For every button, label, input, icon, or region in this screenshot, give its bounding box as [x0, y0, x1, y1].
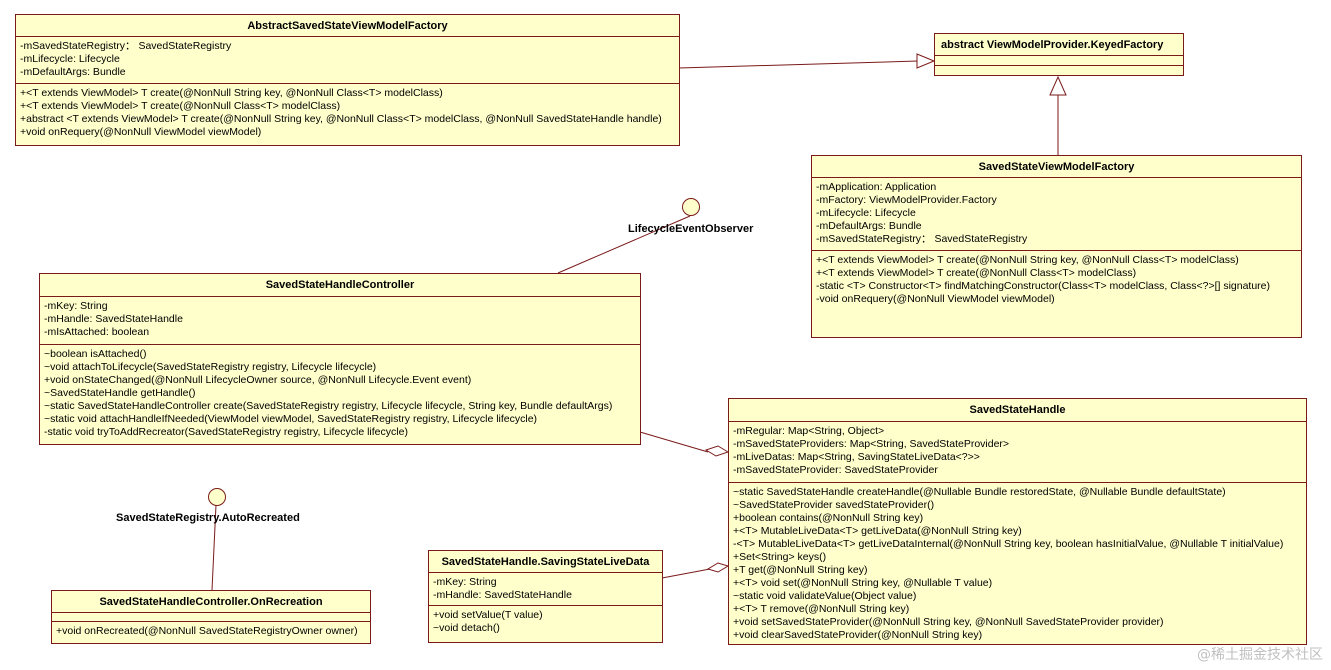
operation-list: ~boolean isAttached() ~void attachToLife… — [40, 345, 640, 442]
attribute: -mDefaultArgs: Bundle — [816, 220, 922, 232]
attribute-list: -mKey: String -mHandle: SavedStateHandle… — [40, 297, 640, 345]
operation: ~boolean isAttached() — [44, 348, 147, 360]
operation: ~static SavedStateHandle createHandle(@N… — [733, 486, 1226, 498]
interface-auto-recreated-icon — [208, 488, 226, 506]
operation: ~SavedStateProvider savedStateProvider() — [733, 499, 935, 511]
operation: +<T extends ViewModel> T create(@NonNull… — [20, 100, 341, 112]
operation-list: +<T extends ViewModel> T create(@NonNull… — [16, 84, 679, 142]
interface-auto-recreated-label: SavedStateRegistry.AutoRecreated — [116, 512, 300, 524]
operation-list: +void onRecreated(@NonNull SavedStateReg… — [52, 622, 370, 641]
operation-list: ~static SavedStateHandle createHandle(@N… — [729, 483, 1306, 645]
operation: +void onRecreated(@NonNull SavedStateReg… — [56, 625, 358, 637]
attribute: -mLifecycle: Lifecycle — [20, 53, 120, 65]
operation: ~void attachToLifecycle(SavedStateRegist… — [44, 361, 377, 373]
aggregation-livedata-to-handle — [661, 568, 711, 579]
attribute: -mRegular: Map<String, Object> — [733, 425, 885, 437]
aggregation-diamond-2 — [706, 562, 730, 573]
operation: +abstract <T extends ViewModel> T create… — [20, 113, 662, 125]
class-abstract-saved-state-view-model-factory[interactable]: AbstractSavedStateViewModelFactory -mSav… — [15, 14, 680, 146]
attribute-list: -mRegular: Map<String, Object> -mSavedSt… — [729, 422, 1306, 483]
generalization-arrowhead-2 — [1049, 75, 1067, 96]
realization-controller-to-observer — [557, 215, 691, 274]
operation: +void clearSavedStateProvider(@NonNull S… — [733, 629, 983, 641]
attribute: -mLiveDatas: Map<String, SavingStateLive… — [733, 451, 980, 463]
operation: +<T extends ViewModel> T create(@NonNull… — [816, 267, 1137, 279]
operation-list: +void setValue(T value) ~void detach() — [429, 606, 662, 638]
operation: +void onStateChanged(@NonNull LifecycleO… — [44, 374, 472, 386]
operation: +void setSavedStateProvider(@NonNull Str… — [733, 616, 1164, 628]
class-saving-state-live-data[interactable]: SavedStateHandle.SavingStateLiveData -mK… — [428, 550, 663, 643]
operation: ~static void attachHandleIfNeeded(ViewMo… — [44, 413, 538, 425]
class-name: SavedStateHandleController — [40, 274, 640, 297]
class-name: SavedStateHandle.SavingStateLiveData — [429, 551, 662, 573]
operation: ~void detach() — [433, 622, 500, 634]
aggregation-controller-to-handle — [639, 431, 709, 453]
operation: ~SavedStateHandle getHandle() — [44, 387, 196, 399]
operation: +void onRequery(@NonNull ViewModel viewM… — [20, 126, 262, 138]
operation: -static <T> Constructor<T> findMatchingC… — [816, 280, 1271, 292]
attribute: -mSavedStateRegistry： SavedStateRegistry — [20, 40, 232, 52]
operation: +void setValue(T value) — [433, 609, 543, 621]
operation: -void onRequery(@NonNull ViewModel viewM… — [816, 293, 1055, 305]
attribute: -mDefaultArgs: Bundle — [20, 66, 126, 78]
generalization-arrowhead-1 — [916, 53, 936, 69]
class-saved-state-view-model-factory[interactable]: SavedStateViewModelFactory -mApplication… — [811, 155, 1302, 338]
generalization-abstract-to-keyed — [678, 60, 919, 69]
attribute: -mSavedStateProviders: Map<String, Saved… — [733, 438, 1010, 450]
operation: +<T extends ViewModel> T create(@NonNull… — [816, 254, 1239, 266]
class-saved-state-handle[interactable]: SavedStateHandle -mRegular: Map<String, … — [728, 398, 1307, 645]
attribute: -mKey: String — [44, 300, 108, 312]
attribute: -mSavedStateProvider: SavedStateProvider — [733, 464, 938, 476]
operation-list: +<T extends ViewModel> T create(@NonNull… — [812, 251, 1301, 309]
class-saved-state-handle-controller[interactable]: SavedStateHandleController -mKey: String… — [39, 273, 641, 445]
attribute: -mIsAttached: boolean — [44, 326, 150, 338]
attribute: -mFactory: ViewModelProvider.Factory — [816, 194, 997, 206]
operation: +Set<String> keys() — [733, 551, 827, 563]
attribute-list: -mKey: String -mHandle: SavedStateHandle — [429, 573, 662, 606]
class-name: SavedStateHandle — [729, 399, 1306, 422]
attribute-list: -mApplication: Application -mFactory: Vi… — [812, 178, 1301, 251]
operation: +boolean contains(@NonNull String key) — [733, 512, 924, 524]
class-on-recreation[interactable]: SavedStateHandleController.OnRecreation … — [51, 590, 371, 644]
attribute: -mSavedStateRegistry： SavedStateRegistry — [816, 233, 1028, 245]
operation: +<T> void set(@NonNull String key, @Null… — [733, 577, 993, 589]
operation: +<T> T remove(@NonNull String key) — [733, 603, 910, 615]
operation: -<T> MutableLiveData<T> getLiveDataInter… — [733, 538, 1284, 550]
watermark: @稀土掘金技术社区 — [1197, 647, 1323, 663]
interface-lifecycle-event-observer-icon — [682, 198, 700, 216]
class-keyed-factory[interactable]: abstract ViewModelProvider.KeyedFactory — [934, 33, 1184, 76]
attribute: -mHandle: SavedStateHandle — [44, 313, 183, 325]
class-name: abstract ViewModelProvider.KeyedFactory — [935, 34, 1183, 56]
class-name: SavedStateHandleController.OnRecreation — [52, 591, 370, 613]
realization-onrecreation-to-autorecreated — [211, 504, 217, 591]
attribute-list — [935, 56, 1183, 66]
attribute-list — [52, 613, 370, 622]
attribute: -mApplication: Application — [816, 181, 937, 193]
operation: +T get(@NonNull String key) — [733, 564, 868, 576]
attribute: -mHandle: SavedStateHandle — [433, 589, 572, 601]
attribute: -mKey: String — [433, 576, 497, 588]
attribute-list: -mSavedStateRegistry： SavedStateRegistry… — [16, 37, 679, 84]
operation: ~static SavedStateHandleController creat… — [44, 400, 613, 412]
operation: ~static void validateValue(Object value) — [733, 590, 917, 602]
operation: +<T extends ViewModel> T create(@NonNull… — [20, 87, 443, 99]
operation: +<T> MutableLiveData<T> getLiveData(@Non… — [733, 525, 1022, 537]
class-name: AbstractSavedStateViewModelFactory — [16, 15, 679, 37]
interface-lifecycle-event-observer-label: LifecycleEventObserver — [628, 223, 754, 235]
aggregation-diamond-1 — [704, 445, 730, 457]
attribute: -mLifecycle: Lifecycle — [816, 207, 916, 219]
operation: -static void tryToAddRecreator(SavedStat… — [44, 426, 408, 438]
class-name: SavedStateViewModelFactory — [812, 156, 1301, 178]
